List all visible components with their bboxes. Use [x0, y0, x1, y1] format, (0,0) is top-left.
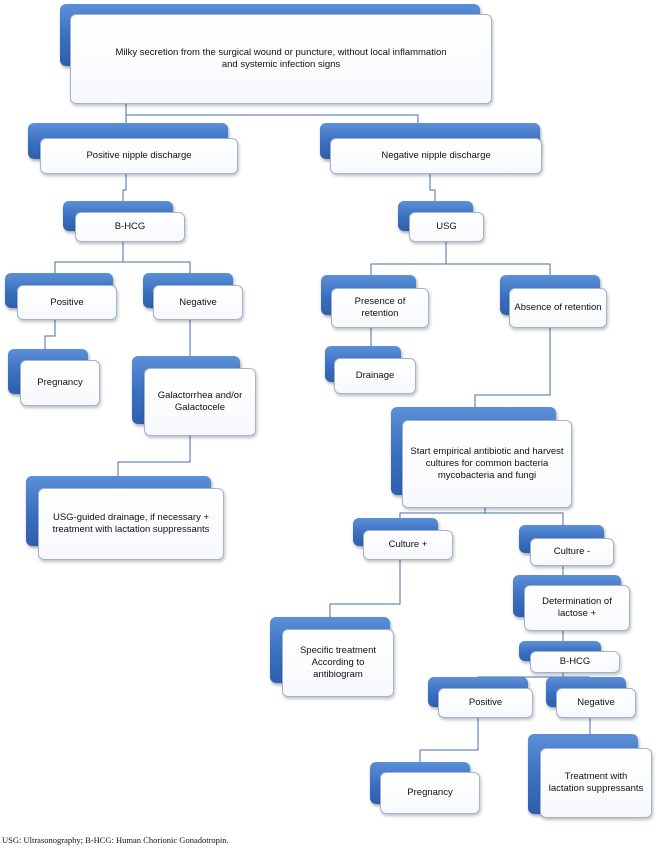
node-label: Specific treatment According to antibiog… — [299, 645, 377, 680]
node-box: Pregnancy — [20, 360, 100, 406]
node-label: Pregnancy — [407, 787, 453, 798]
node-box: Culture + — [363, 530, 453, 560]
connector-line — [123, 261, 191, 273]
node-box: Negative — [556, 688, 636, 718]
node-box: Positive — [17, 285, 117, 320]
node-label: Absence of retention — [514, 302, 602, 313]
node-label: Galactorrhea and/or Galactocele — [157, 390, 243, 413]
connector-line — [485, 512, 564, 525]
node-box: Negative — [153, 285, 243, 320]
node-label: Positive — [468, 697, 503, 708]
node-label: Positive nipple discharge — [86, 150, 192, 161]
node-box: Milky secretion from the surgical wound … — [70, 14, 492, 104]
node-label: B-HCG — [559, 656, 591, 667]
node-box: Positive — [438, 688, 533, 718]
node-label: Presence of retention — [354, 296, 406, 319]
node-label: Milky secretion from the surgical wound … — [115, 47, 447, 70]
node-box: Positive nipple discharge — [40, 138, 238, 174]
node-box: Absence of retention — [509, 288, 607, 328]
node-label: Positive — [50, 296, 84, 308]
connector-line — [329, 560, 401, 617]
node-label: Drainage — [355, 370, 395, 381]
connector-line — [419, 718, 479, 762]
node-box: Culture - — [530, 538, 614, 566]
node-label: Negative — [179, 296, 217, 308]
node-label: Treatment with lactation suppressants — [548, 771, 644, 794]
node-box: USG — [409, 212, 484, 242]
node-box: Determination of lactose + — [524, 585, 630, 631]
node-box: Start empirical antibiotic and harvest c… — [402, 420, 572, 508]
node-box: Treatment with lactation suppressants — [540, 748, 652, 818]
node-label: Negative nipple discharge — [381, 150, 491, 161]
node-label: USG-guided drainage, if necessary + trea… — [52, 512, 210, 535]
node-label: Start empirical antibiotic and harvest c… — [410, 446, 564, 481]
node-label: Negative — [577, 697, 615, 708]
node-label: Culture - — [553, 546, 591, 557]
connector-line — [54, 242, 124, 273]
connector-line — [125, 104, 419, 123]
node-box: B-HCG — [75, 212, 185, 242]
node-label: Culture + — [388, 539, 428, 550]
node-label: B-HCG — [114, 221, 146, 232]
connector-line — [446, 263, 551, 275]
node-box: Negative nipple discharge — [330, 138, 542, 174]
node-box: Specific treatment According to antibiog… — [282, 629, 394, 697]
node-box: B-HCG — [530, 651, 620, 673]
connector-line — [429, 174, 436, 201]
connector-line — [44, 320, 56, 349]
connector-line — [122, 174, 127, 201]
node-label: USG — [436, 221, 457, 232]
node-box: USG-guided drainage, if necessary + trea… — [38, 488, 224, 560]
node-box: Pregnancy — [380, 772, 480, 814]
node-label: Pregnancy — [37, 377, 83, 388]
connector-line — [474, 328, 551, 407]
node-box: Galactorrhea and/or Galactocele — [144, 368, 256, 436]
connector-line — [399, 508, 486, 518]
node-box: Drainage — [334, 358, 416, 394]
node-label: Determination of lactose + — [542, 596, 612, 619]
connector-line — [370, 242, 447, 275]
node-box: Presence of retention — [331, 288, 429, 328]
figure-caption: USG: Ultrasonography; B-HCG: Human Chori… — [2, 835, 229, 845]
connector-line — [117, 436, 191, 476]
